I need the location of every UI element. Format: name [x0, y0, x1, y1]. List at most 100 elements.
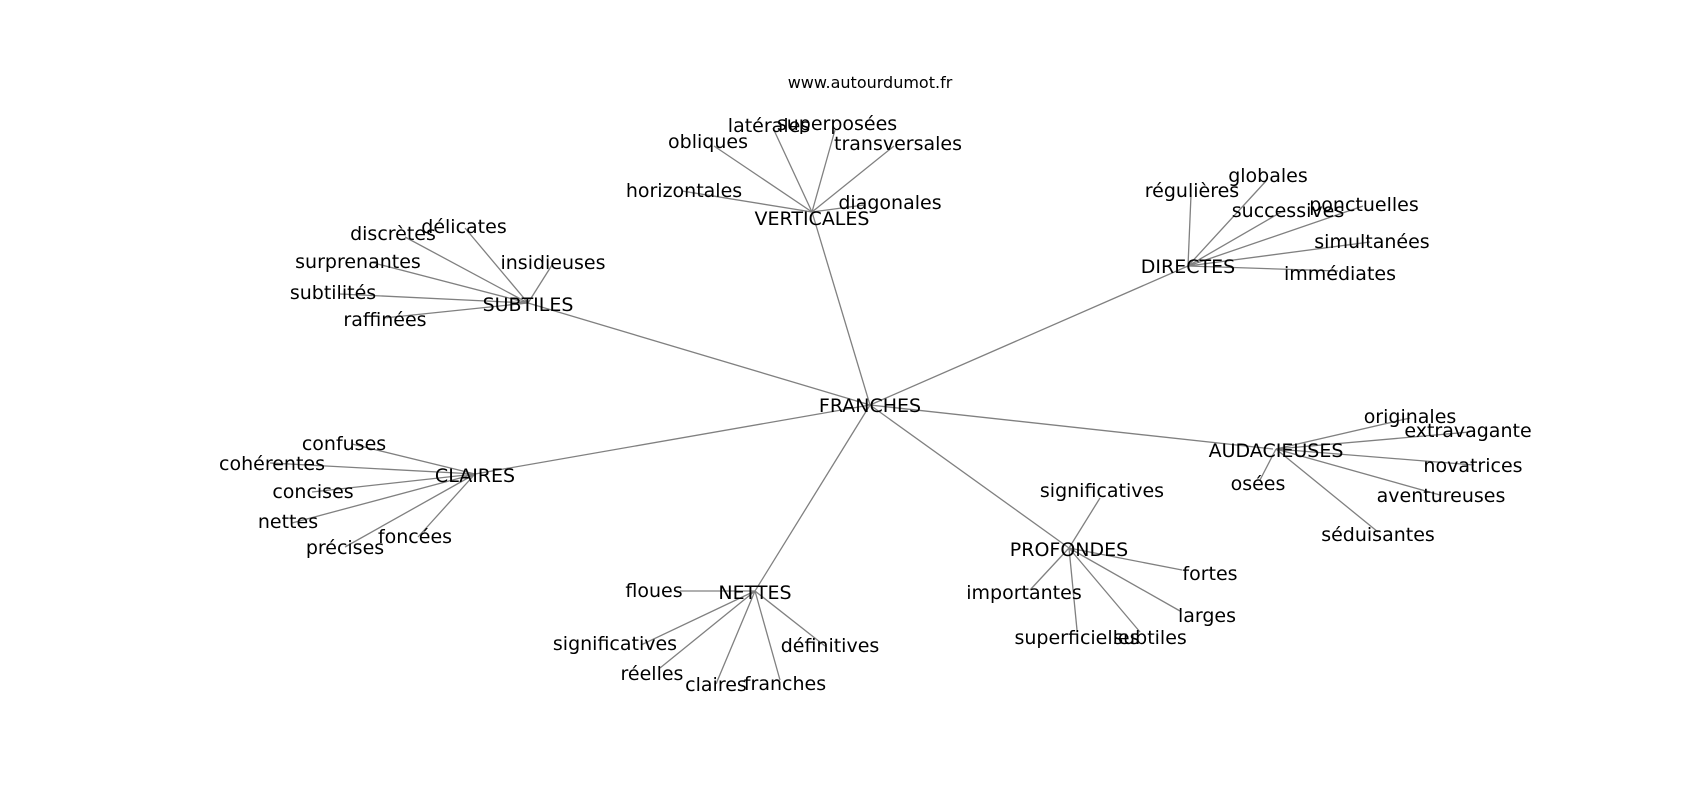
group-subtiles: SUBTILES délicates discrètes insidieuses…: [290, 216, 606, 331]
hub-directes: DIRECTES: [1141, 256, 1235, 278]
leaf-confuses: confuses: [302, 433, 386, 455]
leaf-seduisantes: séduisantes: [1321, 524, 1435, 546]
leaf-significatives-profondes: significatives: [1040, 480, 1164, 502]
leaf-floues: floues: [625, 580, 682, 602]
edge-claires-nettes: [291, 473, 476, 524]
edge-audacieuses-extravagante: [1275, 431, 1471, 450]
edge-franches-directes: [869, 265, 1189, 406]
leaf-obliques: obliques: [668, 131, 748, 153]
edge-audacieuses-osees: [1259, 448, 1277, 481]
leaf-larges: larges: [1178, 605, 1236, 627]
edge-franches-claires: [474, 404, 871, 475]
edge-verticales-superposees: [811, 129, 836, 213]
leaf-foncees: foncées: [378, 526, 452, 548]
edge-claires-concises: [311, 473, 476, 493]
edge-directes-globales: [1187, 180, 1267, 267]
edge-nettes-reelles: [659, 590, 756, 669]
edge-nettes-significatives: [640, 590, 756, 646]
edge-franches-profondes: [869, 404, 1070, 549]
edge-audacieuses-seduisantes: [1275, 448, 1379, 533]
edge-directes-successives: [1187, 210, 1284, 267]
edge-franches-audacieuses: [869, 404, 1274, 450]
watermark: www.autourdumot.fr: [788, 73, 953, 92]
edge-nettes-franches: [754, 590, 781, 681]
leaf-superposees: superposées: [777, 113, 897, 135]
leaf-discretes: discrètes: [350, 223, 436, 245]
edge-subtiles-discretes: [404, 236, 529, 304]
edge-audacieuses-originales: [1275, 417, 1411, 450]
edge-audacieuses-novatrices: [1275, 448, 1475, 466]
edge-franches-verticales: [811, 211, 871, 406]
edge-directes-ponctuelles: [1187, 205, 1364, 267]
hub-subtiles: SUBTILES: [483, 294, 574, 316]
hub-franches: FRANCHES: [819, 395, 921, 417]
edge-verticales-transversales: [811, 145, 895, 213]
edge-nettes-claires: [715, 590, 756, 685]
leaf-simultanees: simultanées: [1314, 231, 1429, 253]
hub-profondes: PROFONDES: [1010, 539, 1128, 561]
edge-subtiles-surprenantes: [369, 261, 529, 304]
leaf-claires-nettes: claires: [685, 674, 747, 696]
leaf-surprenantes: surprenantes: [295, 251, 421, 273]
edge-verticales-obliques: [713, 145, 813, 213]
edge-profondes-significatives: [1068, 497, 1101, 549]
edge-claires-confuses: [351, 443, 476, 475]
leaf-globales: globales: [1228, 165, 1308, 187]
leaf-coherentes: cohérentes: [219, 453, 325, 475]
leaf-significatives-nettes: significatives: [553, 633, 677, 655]
leaf-delicates: délicates: [421, 216, 506, 238]
edge-profondes-importantes: [1029, 547, 1070, 591]
hub-edges: [474, 211, 1274, 592]
leaf-successives: successives: [1232, 200, 1344, 222]
leaf-importantes: importantes: [966, 582, 1081, 604]
leaf-insidieuses: insidieuses: [500, 252, 605, 274]
edge-claires-foncees: [417, 473, 476, 538]
edge-directes-simultanees: [1187, 241, 1371, 267]
leaf-extravagante: extravagante: [1404, 420, 1531, 442]
edge-profondes-fortes: [1068, 547, 1183, 571]
group-nettes: NETTES floues significatives définitives…: [553, 580, 879, 696]
edge-profondes-larges: [1068, 547, 1181, 612]
group-directes: DIRECTES globales régulières successives…: [1141, 165, 1430, 285]
leaf-superficielles: superficielles: [1014, 627, 1139, 649]
edge-directes-regulieres: [1187, 194, 1192, 267]
leaf-diagonales: diagonales: [838, 192, 941, 214]
leaf-ponctuelles: ponctuelles: [1309, 194, 1419, 216]
edge-franches-nettes: [754, 404, 871, 592]
leaf-aventureuses: aventureuses: [1377, 485, 1506, 507]
edge-franches-subtiles: [527, 302, 871, 406]
leaf-subtiles-profondes: subtiles: [1113, 627, 1187, 649]
edge-claires-precises: [344, 473, 476, 548]
edge-profondes-superficielles: [1068, 547, 1078, 631]
edge-verticales-diagonales: [811, 204, 865, 213]
leaf-laterales: latérales: [728, 115, 810, 137]
leaf-fortes: fortes: [1182, 563, 1237, 585]
edge-profondes-subtiles: [1068, 547, 1141, 633]
edge-subtiles-raffinees: [383, 302, 529, 319]
leaf-novatrices: novatrices: [1423, 455, 1522, 477]
edge-verticales-laterales: [772, 127, 813, 213]
leaf-definitives: définitives: [781, 635, 880, 657]
edge-nettes-definitives: [754, 590, 826, 647]
leaf-osees: osées: [1231, 473, 1286, 495]
hub-claires: CLAIRES: [435, 465, 515, 487]
edge-subtiles-subtilites: [339, 293, 529, 304]
leaf-horizontales: horizontales: [626, 180, 742, 202]
leaf-reelles: réelles: [621, 663, 684, 685]
leaf-raffinees: raffinées: [343, 309, 426, 331]
leaf-subtilites: subtilités: [290, 282, 376, 304]
leaf-precises: précises: [306, 537, 384, 559]
hub-audacieuses: AUDACIEUSES: [1209, 440, 1344, 462]
leaf-concises: concises: [272, 481, 353, 503]
hub-nettes: NETTES: [718, 582, 791, 604]
hub-verticales: VERTICALES: [755, 208, 870, 230]
leaf-transversales: transversales: [834, 133, 962, 155]
group-audacieuses: AUDACIEUSES originales extravagante nova…: [1209, 406, 1532, 546]
edge-directes-immediates: [1187, 265, 1339, 272]
edge-subtiles-insidieuses: [527, 264, 553, 304]
leaf-franches-nettes: franches: [744, 673, 826, 695]
leaf-originales: originales: [1364, 406, 1457, 428]
edge-verticales-horizontales: [681, 190, 813, 213]
group-claires: CLAIRES confuses cohérentes concises net…: [219, 433, 515, 559]
edge-audacieuses-aventureuses: [1275, 448, 1441, 496]
